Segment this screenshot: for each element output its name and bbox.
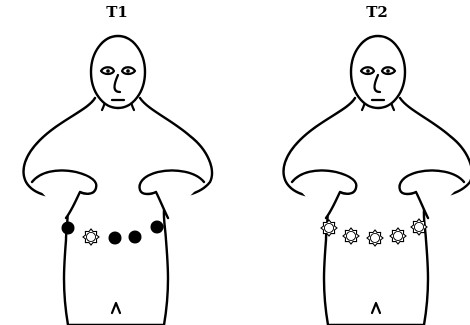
t2-marker-1-hollow xyxy=(321,220,337,236)
t1-marker-4-filled xyxy=(129,231,142,244)
t1-marker-2-hollow xyxy=(83,229,99,245)
t2-marker-3-hollow xyxy=(367,230,383,246)
t2-marker-4-hollow xyxy=(390,228,406,244)
panel-t2-figure xyxy=(284,36,470,325)
t2-marker-5-hollow xyxy=(411,219,427,235)
t1-marker-1-filled xyxy=(62,222,75,235)
panel-t1-figure xyxy=(24,36,212,325)
t1-marker-3-filled xyxy=(109,232,122,245)
t2-marker-2-hollow xyxy=(343,228,359,244)
t1-marker-5-filled xyxy=(151,221,164,234)
